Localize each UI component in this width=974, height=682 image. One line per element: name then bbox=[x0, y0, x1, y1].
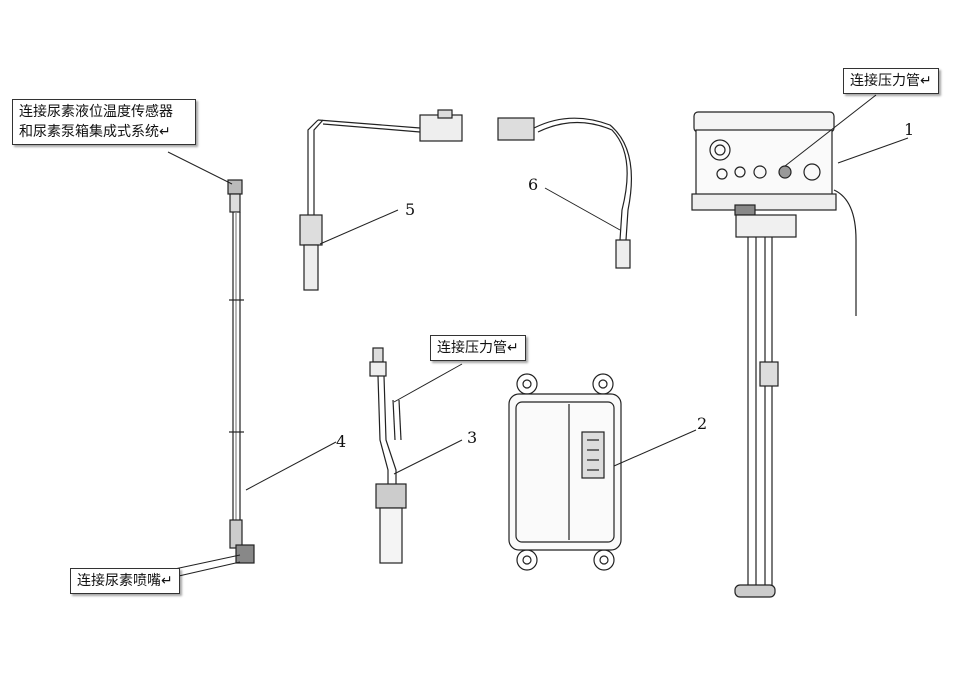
part-2-control-unit bbox=[508, 373, 622, 571]
part-3-pressure-fitting bbox=[369, 347, 407, 564]
part-6-cable bbox=[497, 117, 633, 269]
callout-sensor-system: 连接尿素液位温度传感器 和尿素泵箱集成式系统↵ bbox=[12, 99, 196, 145]
callout-nozzle: 连接尿素喷嘴↵ bbox=[70, 568, 180, 594]
callout-sensor-system-line1: 连接尿素液位温度传感器 bbox=[19, 104, 173, 120]
part-number-3: 3 bbox=[467, 428, 478, 447]
callout-pressure-pipe-top-text: 连接压力管↵ bbox=[850, 73, 932, 89]
leader-lines bbox=[167, 94, 909, 579]
part-number-5: 5 bbox=[405, 200, 416, 219]
callout-pressure-pipe-top: 连接压力管↵ bbox=[843, 68, 939, 94]
part-4-urea-line bbox=[227, 179, 255, 564]
part-number-4: 4 bbox=[336, 432, 347, 451]
callout-sensor-system-line2: 和尿素泵箱集成式系统↵ bbox=[19, 124, 171, 140]
callout-pressure-pipe-mid: 连接压力管↵ bbox=[430, 335, 526, 361]
part-1-tank-module bbox=[691, 111, 857, 598]
callout-nozzle-text: 连接尿素喷嘴↵ bbox=[77, 573, 173, 589]
part-number-2: 2 bbox=[697, 414, 708, 433]
callout-pressure-pipe-mid-text: 连接压力管↵ bbox=[437, 340, 519, 356]
part-number-6: 6 bbox=[528, 175, 539, 194]
part-number-1: 1 bbox=[904, 120, 915, 139]
part-5-sensor bbox=[299, 109, 463, 291]
